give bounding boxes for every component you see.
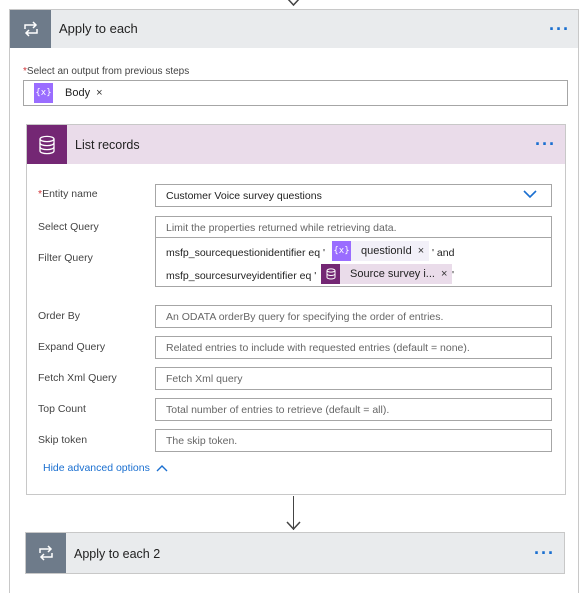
dynamic-content-icon: {x} [34,83,53,103]
connector-arrow-icon [286,521,301,531]
list-records-title: List records [75,138,140,152]
list-records-header[interactable]: List records ··· [27,125,565,164]
remove-question-id-token-button[interactable]: × [417,245,425,257]
order-by-input[interactable]: An ODATA orderBy query for specifying th… [155,305,552,328]
top-count-placeholder: Total number of entries to retrieve (def… [166,404,390,416]
entity-name-label-text: Entity name [42,188,98,200]
entity-name-value: Customer Voice survey questions [166,190,322,202]
remove-source-survey-token-button[interactable]: × [440,268,448,280]
select-output-label-text: Select an output from previous steps [26,66,190,77]
order-by-placeholder: An ODATA orderBy query for specifying th… [166,311,444,323]
expand-query-input[interactable]: Related entries to include with requeste… [155,336,552,359]
dynamic-content-icon: {x} [332,241,351,261]
source-survey-token[interactable]: Source survey i... × [321,264,453,284]
entity-name-dropdown[interactable]: Customer Voice survey questions [155,184,552,207]
hide-advanced-options-text: Hide advanced options [43,462,150,474]
apply-to-each-2-title: Apply to each 2 [74,547,161,561]
entity-name-label: *Entity name [38,188,98,200]
expand-query-label: Expand Query [38,341,106,353]
chevron-up-icon [156,465,168,472]
remove-body-token-button[interactable]: × [96,87,103,99]
apply-to-each-title: Apply to each [59,21,138,36]
order-by-label: Order By [38,310,81,322]
step-connector-line [293,496,294,530]
required-mark: * [23,66,27,77]
skip-token-input[interactable]: The skip token. [155,429,552,452]
body-token-label: Body [65,87,91,99]
filter-line2-after: ' [452,269,455,281]
select-query-placeholder: Limit the properties returned while retr… [166,222,397,234]
filter-query-label: Filter Query [38,252,93,264]
apply-to-each-2-menu-button[interactable]: ··· [534,543,555,563]
list-records-card: List records ··· *Entity name Customer V… [26,124,566,495]
apply-to-each-container: Apply to each ··· *Select an output from… [9,9,579,593]
dataverse-icon [27,125,67,164]
filter-line1-after: ' and [432,247,455,259]
select-output-input[interactable]: {x} Body × [23,80,568,106]
apply-to-each-header[interactable]: Apply to each ··· [10,10,578,48]
skip-token-label: Skip token [38,434,88,446]
apply-to-each-2-card[interactable]: Apply to each 2 ··· [25,532,565,574]
required-mark: * [38,188,43,200]
fetch-xml-placeholder: Fetch Xml query [166,373,243,385]
list-records-menu-button[interactable]: ··· [535,134,556,154]
loop-icon [10,10,51,48]
question-id-token-label: questionId [361,245,412,257]
loop-icon [26,533,66,573]
select-query-label: Select Query [38,221,99,233]
dataverse-token-icon [321,264,340,284]
connector-arrow-icon [287,0,300,7]
select-output-label: *Select an output from previous steps [23,66,189,77]
filter-line2-text: msfp_sourcesurveyidentifier eq ' [166,270,317,282]
top-count-input[interactable]: Total number of entries to retrieve (def… [155,398,552,421]
fetch-xml-input[interactable]: Fetch Xml query [155,367,552,390]
top-count-label: Top Count [38,403,86,415]
skip-token-placeholder: The skip token. [166,435,238,447]
chevron-down-icon[interactable] [523,189,537,199]
question-id-token[interactable]: {x} questionId × [332,241,430,261]
source-survey-token-label: Source survey i... [350,268,435,280]
hide-advanced-options-link[interactable]: Hide advanced options [43,462,168,474]
filter-line1-text: msfp_sourcequestionidentifier eq ' [166,247,326,259]
filter-query-input[interactable]: msfp_sourcequestionidentifier eq ' {x} q… [155,237,552,287]
body-token[interactable]: {x} Body × [34,83,108,103]
select-query-input[interactable]: Limit the properties returned while retr… [155,216,552,239]
expand-query-placeholder: Related entries to include with requeste… [166,342,470,354]
fetch-xml-label: Fetch Xml Query [38,372,117,384]
apply-to-each-menu-button[interactable]: ··· [549,19,570,39]
